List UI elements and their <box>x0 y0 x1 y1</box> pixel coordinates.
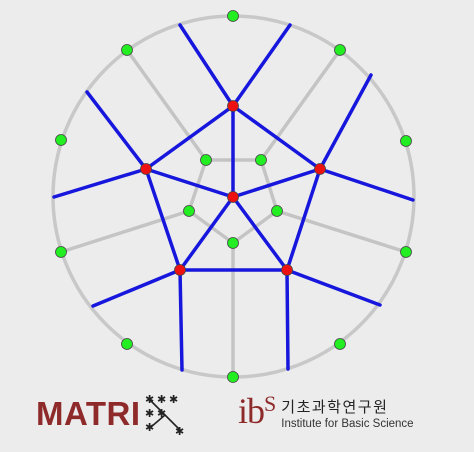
blue-edge <box>85 90 148 171</box>
svg-text:✱: ✱ <box>145 421 154 434</box>
green-vertex <box>200 154 212 166</box>
blue-edge <box>318 167 415 202</box>
red-vertex <box>140 163 152 175</box>
red-vertex <box>314 163 326 175</box>
green-vertex <box>55 134 67 146</box>
blue-edge <box>178 268 184 372</box>
blue-edge <box>178 23 235 108</box>
green-vertex-group <box>55 10 412 383</box>
green-vertex <box>121 338 133 350</box>
blue-edge <box>144 167 182 272</box>
blue-edge <box>285 167 322 272</box>
matrix-logo-text: MATRI <box>36 395 141 432</box>
matrix-logo: MATRI ✱ ✱ ✱ ✱ ✱ ✱ ✱ <box>36 391 189 437</box>
ibs-logo-text: 기초과학연구원 Institute for Basic Science <box>281 393 413 431</box>
ibs-logo: ibS 기초과학연구원 Institute for Basic Science <box>238 393 414 437</box>
red-vertex-group <box>140 100 326 276</box>
logo-bar: MATRI ✱ ✱ ✱ ✱ ✱ ✱ ✱ ibS 기초과학연구원 Institut… <box>0 385 474 445</box>
blue-edge <box>231 23 292 108</box>
green-vertex <box>121 44 133 56</box>
red-vertex <box>227 100 239 112</box>
green-vertex <box>227 237 239 249</box>
green-vertex <box>227 371 239 383</box>
red-vertex <box>174 264 186 276</box>
svg-text:✱: ✱ <box>157 407 166 420</box>
gray-edge <box>59 209 191 254</box>
matrix-star-mark-icon: ✱ ✱ ✱ ✱ ✱ ✱ ✱ <box>145 393 184 437</box>
green-vertex <box>255 154 267 166</box>
ibs-mark-sup: S <box>264 391 276 416</box>
blue-edge <box>91 268 182 308</box>
green-vertex <box>55 246 67 258</box>
svg-text:✱: ✱ <box>145 407 154 420</box>
blue-edge-group <box>52 23 415 372</box>
green-vertex <box>183 205 195 217</box>
ibs-korean-name: 기초과학연구원 <box>281 398 389 416</box>
svg-text:✱: ✱ <box>175 425 184 437</box>
red-vertex <box>281 264 293 276</box>
blue-edge <box>144 104 235 171</box>
gray-edge <box>125 48 208 162</box>
svg-text:✱: ✱ <box>169 393 178 406</box>
blue-edge <box>285 268 290 371</box>
green-vertex <box>400 246 412 258</box>
ibs-logo-mark: ibS <box>238 391 276 431</box>
green-vertex <box>334 338 346 350</box>
ibs-english-name: Institute for Basic Science <box>281 418 414 430</box>
svg-text:✱: ✱ <box>145 393 154 406</box>
green-vertex <box>334 44 346 56</box>
ibs-mark-main: ib <box>238 391 265 431</box>
green-vertex <box>227 10 239 22</box>
green-vertex <box>271 205 283 217</box>
blue-edge <box>285 268 382 307</box>
blue-edge <box>231 104 322 171</box>
blue-edge <box>231 195 289 272</box>
gray-edge <box>259 48 342 162</box>
blue-edge <box>144 167 235 199</box>
svg-text:✱: ✱ <box>157 393 166 406</box>
blue-edge <box>52 167 148 199</box>
green-vertex <box>400 135 412 147</box>
gray-edge <box>275 209 408 254</box>
red-vertex <box>227 191 239 203</box>
blue-edge <box>231 167 322 199</box>
blue-edge <box>178 195 235 272</box>
blue-edge <box>318 73 373 171</box>
gray-edge-group <box>59 48 408 379</box>
